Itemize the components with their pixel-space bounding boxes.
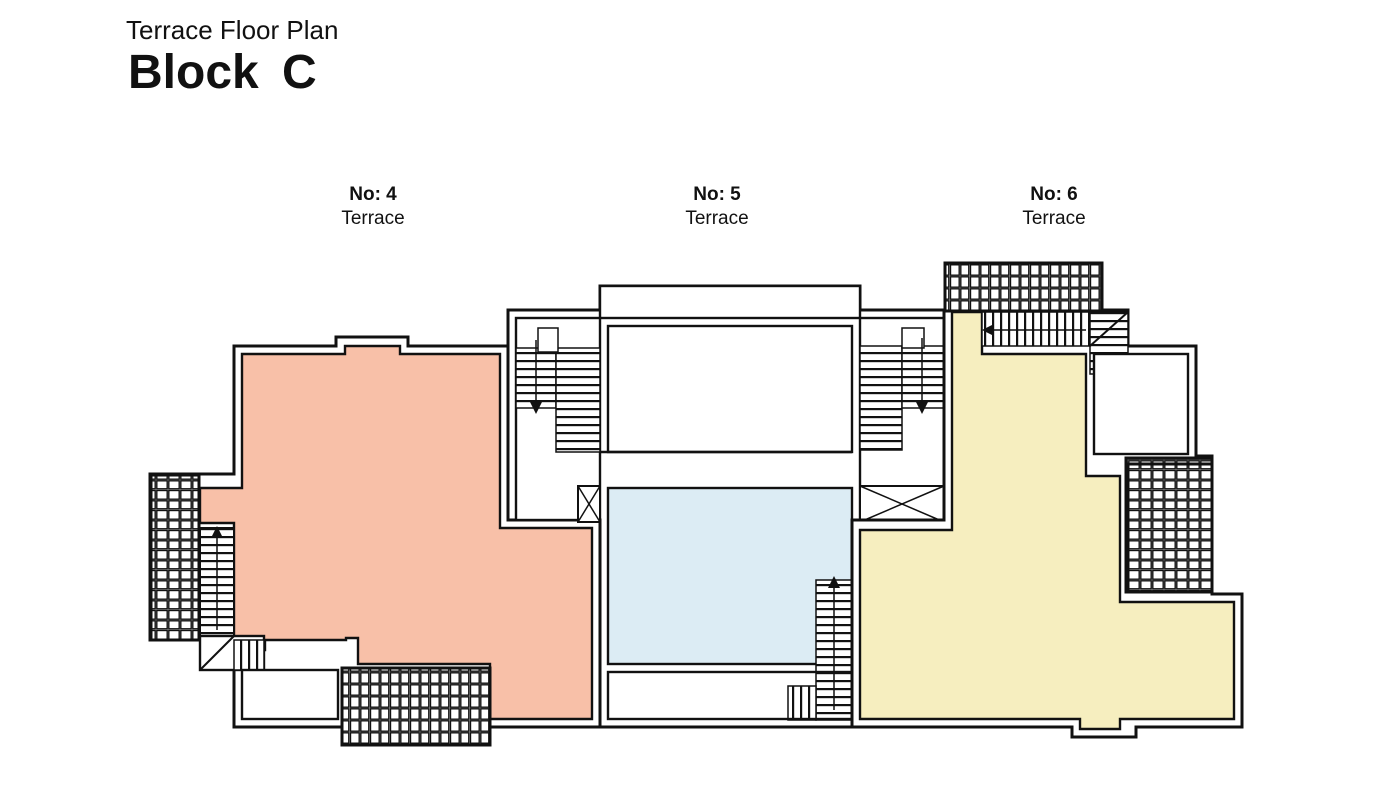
unit-6-terrace-area bbox=[858, 310, 1236, 731]
unit-4-label: No: 4 Terrace bbox=[273, 183, 473, 231]
unit-4-courtyard bbox=[240, 668, 340, 721]
unit-6-side-court bbox=[1092, 352, 1190, 456]
unit-5-stair-south-b bbox=[787, 685, 817, 721]
unit-5-number: No: 5 bbox=[693, 184, 741, 205]
unit-6-type: Terrace bbox=[1022, 208, 1086, 229]
unit-5-stair-west-b bbox=[555, 347, 601, 453]
unit-5-stair-east-a bbox=[859, 345, 903, 451]
unit-6-plan bbox=[850, 261, 1244, 739]
unit-4-paving-west bbox=[149, 473, 201, 642]
unit-4-paving-south bbox=[340, 666, 492, 747]
unit-5-terrace-area bbox=[606, 486, 854, 666]
unit-5-stair-east-b bbox=[901, 345, 945, 409]
plan-subtitle: Terrace Floor Plan bbox=[126, 15, 339, 45]
unit-4-number: No: 4 bbox=[349, 184, 397, 205]
unit-5-plan bbox=[506, 284, 946, 729]
unit-4-terrace-area bbox=[198, 344, 594, 721]
unit-5-label: No: 5 Terrace bbox=[617, 183, 817, 231]
unit-6-paving-north bbox=[943, 261, 1104, 313]
unit-4-plan bbox=[148, 335, 602, 747]
block-title: Block C bbox=[128, 46, 317, 99]
unit-6-label: No: 6 Terrace bbox=[954, 183, 1154, 231]
unit-6-paving-east bbox=[1124, 456, 1214, 594]
unit-6-number: No: 6 bbox=[1030, 184, 1078, 205]
unit-5-type: Terrace bbox=[685, 208, 749, 229]
unit-6-stair bbox=[981, 311, 1091, 347]
unit-4-type: Terrace bbox=[341, 208, 405, 229]
